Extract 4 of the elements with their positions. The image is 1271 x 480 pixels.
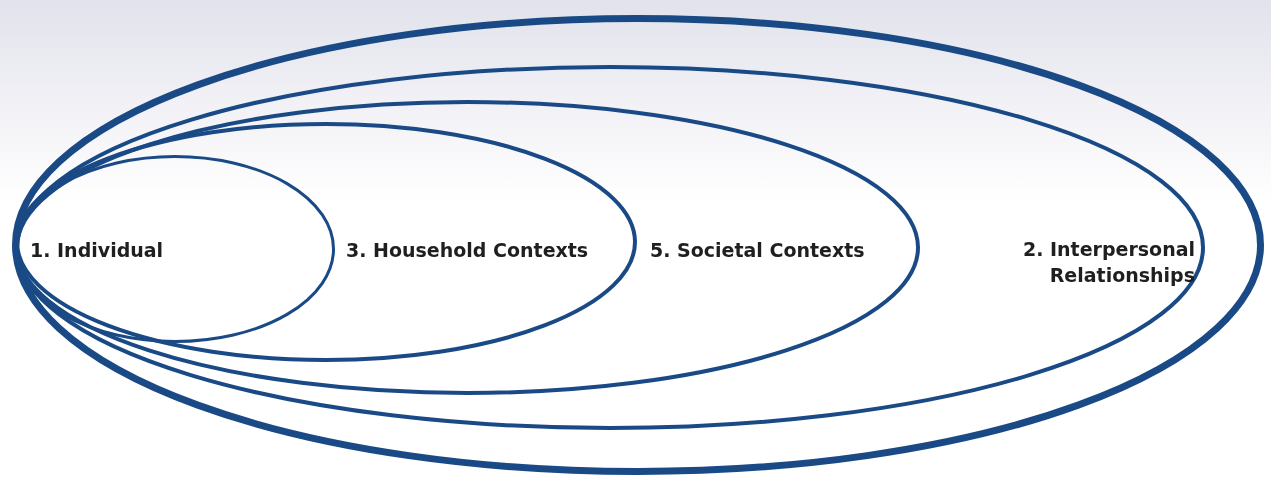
ring-label: 3. Household Contexts: [346, 238, 590, 263]
ring-label: 2. Interpersonal Relationships: [1021, 237, 1195, 288]
ring-label: 1. Individual: [30, 238, 165, 263]
ring-label: 5. Societal Contexts: [650, 238, 866, 263]
